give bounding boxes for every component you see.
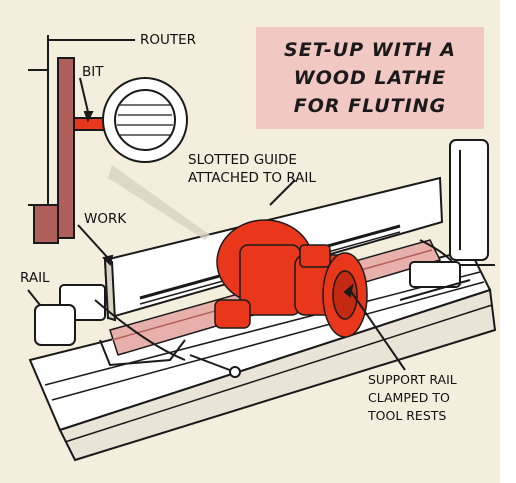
inset-router (28, 35, 135, 244)
title-line-2: WOOD LATHE (293, 67, 447, 89)
inset-work-end (102, 77, 188, 163)
lathe-drawing (27, 35, 497, 462)
label-support-1: SUPPORT RAIL (368, 372, 457, 387)
lathe-bed (28, 248, 497, 462)
label-support-3: TOOL RESTS (368, 408, 447, 423)
label-work: WORK (84, 211, 127, 227)
title-line-1: SET-UP WITH A (284, 39, 456, 61)
left-clamp (34, 284, 241, 378)
illustration: SET-UP WITH A WOOD LATHE FOR FLUTING ROU… (0, 0, 500, 483)
title-box: SET-UP WITH A WOOD LATHE FOR FLUTING (256, 27, 484, 129)
title-line-3: FOR FLUTING (293, 95, 447, 117)
magnifier-cone (108, 165, 210, 240)
right-clamp (399, 239, 495, 301)
label-support-2: CLAMPED TO (368, 390, 450, 405)
label-guide-2: ATTACHED TO RAIL (188, 170, 316, 186)
label-rail: RAIL (20, 270, 50, 286)
router-motor (214, 219, 368, 338)
label-guide-1: SLOTTED GUIDE (188, 152, 297, 168)
label-router: ROUTER (140, 32, 197, 48)
leader-lines (27, 77, 406, 371)
label-bit: BIT (82, 64, 104, 80)
headstock (449, 139, 489, 261)
